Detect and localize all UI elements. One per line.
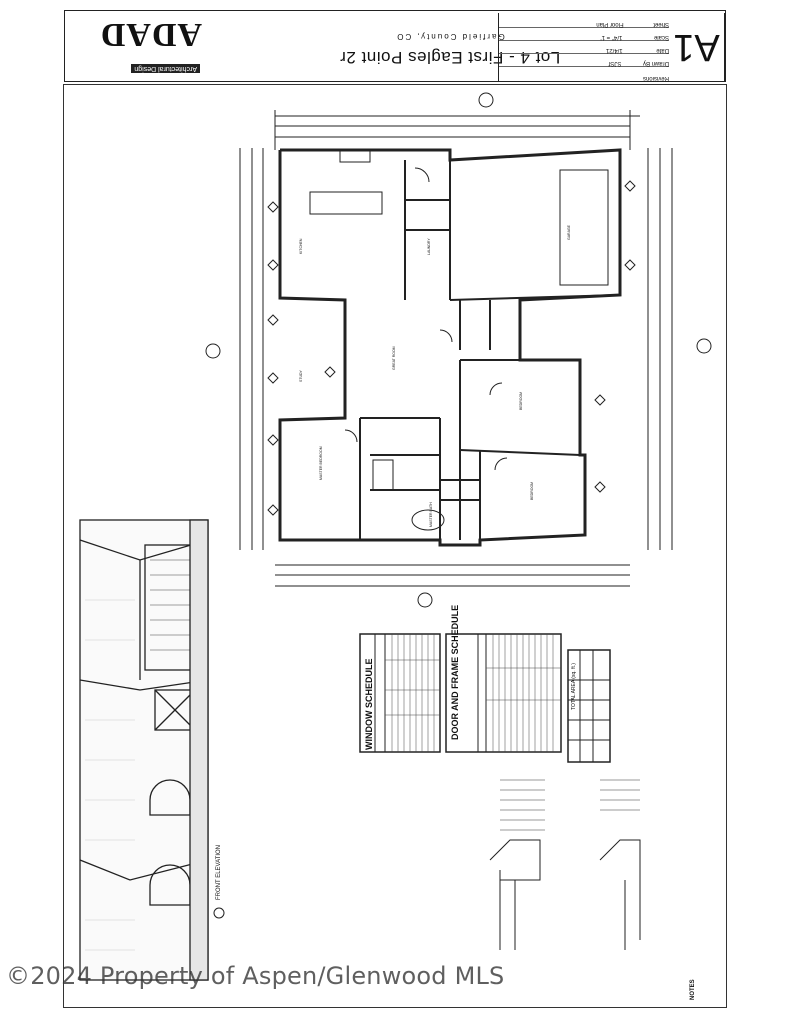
drawing-frame: [63, 84, 727, 1008]
room-label: GREAT ROOM: [392, 346, 396, 370]
room-label: STUDY: [299, 369, 303, 382]
door-schedule-title: DOOR AND FRAME SCHEDULE: [450, 604, 460, 740]
room-label: KITCHEN: [299, 238, 303, 254]
room-label: GARAGE: [567, 224, 571, 240]
room-label: MASTER BEDROOM: [319, 446, 323, 480]
elevation-label: FRONT ELEVATION: [216, 844, 222, 900]
room-label: BEDROOM: [530, 482, 534, 500]
room-label: MASTER BATH: [429, 502, 433, 527]
room-label: LAUNDRY: [427, 238, 431, 255]
window-schedule-title: WINDOW SCHEDULE: [364, 658, 374, 751]
room-label: BEDROOM: [519, 392, 523, 410]
mls-watermark: ©2024 Property of Aspen/Glenwood MLS: [6, 962, 505, 990]
area-title: TOTAL AREA (sq. ft.): [571, 663, 577, 710]
notes-label: NOTES: [690, 979, 696, 1000]
